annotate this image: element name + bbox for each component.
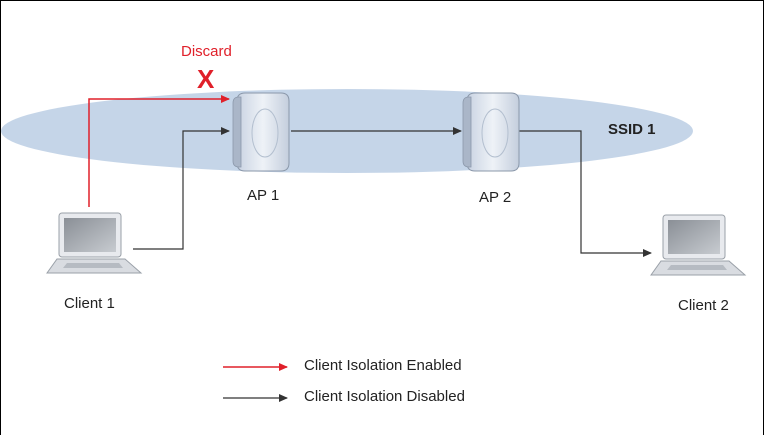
ssid-label: SSID 1 — [608, 121, 656, 138]
legend-enabled-label: Client Isolation Enabled — [304, 357, 462, 374]
laptop-icon — [650, 214, 747, 276]
access-point-icon — [462, 92, 520, 172]
legend-disabled-label: Client Isolation Disabled — [304, 388, 465, 405]
access-point-icon — [232, 92, 290, 172]
isolation-enabled-path — [88, 95, 230, 207]
discard-x-icon: X — [197, 64, 215, 94]
discard-label: Discard — [181, 43, 232, 60]
ap1-label: AP 1 — [247, 187, 280, 204]
client2-label: Client 2 — [678, 297, 729, 314]
ap2-label: AP 2 — [479, 189, 512, 206]
laptop-icon — [46, 212, 143, 274]
client1-label: Client 1 — [64, 295, 115, 312]
ap2-to-client2-link — [519, 130, 652, 257]
isolation-disabled-path-client1-ap1 — [133, 127, 230, 250]
